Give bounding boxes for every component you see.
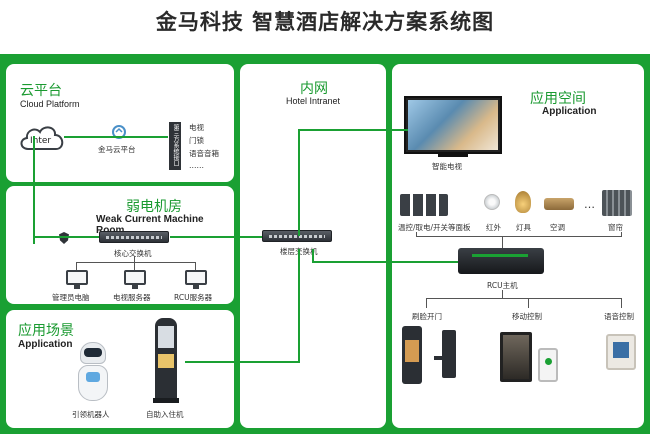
third-party-interface-box: 第三方系统接口 xyxy=(169,122,181,170)
cloud-link-line xyxy=(64,136,168,138)
rcu-server-icon xyxy=(185,270,207,289)
app-scene-subtitle: Application xyxy=(18,339,73,350)
infrared-icon xyxy=(484,194,500,210)
app-space-subtitle: Application xyxy=(542,106,597,117)
core-switch-label: 核心交换机 xyxy=(114,249,152,258)
rcu-host-label: RCU主机 xyxy=(487,281,518,290)
cloud-platform-panel: 云平台 Cloud Platform Inter 金马云平台 第三方系统接口 电… xyxy=(6,64,234,182)
infrared-label: 红外 xyxy=(486,223,501,232)
intranet-title: 内网 xyxy=(300,81,328,97)
room-bus-line xyxy=(76,262,196,263)
link-floor-up xyxy=(298,129,300,236)
link-cloud-top xyxy=(33,136,35,194)
service-door-lock: 门锁 xyxy=(189,136,204,145)
lamp-icon xyxy=(515,191,531,213)
face-unlock-panel-icon xyxy=(402,326,422,384)
air-conditioner-icon xyxy=(544,198,574,210)
diagram-frame: 云平台 Cloud Platform Inter 金马云平台 第三方系统接口 电… xyxy=(0,54,650,434)
link-core-h xyxy=(33,236,99,238)
link-cloud-to-core xyxy=(33,194,35,244)
link-floor-to-robot-scene xyxy=(185,361,300,363)
firewall-icon xyxy=(59,232,69,244)
guide-robot-icon xyxy=(76,342,110,406)
control-panels-icon xyxy=(400,194,448,216)
tv-server-icon xyxy=(124,270,146,289)
link-rcu-h xyxy=(312,261,458,263)
intranet-panel: 内网 Hotel Intranet 楼层交换机 xyxy=(240,64,386,428)
service-more: …… xyxy=(189,161,204,170)
machine-room-title: 弱电机房 xyxy=(126,199,182,215)
link-floor-to-rcu xyxy=(312,249,314,261)
app-space-panel: 应用空间 Application 智能电视 … 温控/取电/开关等面板 红外 灯… xyxy=(392,64,644,428)
diagram-title: 金马科技 智慧酒店解决方案系统图 xyxy=(155,10,495,34)
curtain-icon xyxy=(602,190,632,216)
cloud-platform-title: 云平台 xyxy=(20,83,62,99)
jinma-cloud-icon xyxy=(112,125,126,139)
mobile-phone-icon xyxy=(538,348,558,382)
lamp-label: 灯具 xyxy=(516,223,531,232)
smart-tv-icon xyxy=(404,96,502,154)
third-party-interface-label: 第三方系统接口 xyxy=(172,124,179,166)
link-floor-to-tv xyxy=(298,129,408,131)
self-checkin-kiosk-icon xyxy=(153,318,179,404)
link-floor-down xyxy=(298,249,300,361)
machine-room-panel: 弱电机房 Weak Current Machine Room 核心交换机 管理员… xyxy=(6,186,234,304)
rcu-server-label: RCU服务器 xyxy=(174,293,213,302)
core-switch-icon xyxy=(99,231,169,243)
curtain-label: 窗帘 xyxy=(608,223,623,232)
ellipsis-label: … xyxy=(584,198,595,211)
cloud-platform-subtitle: Cloud Platform xyxy=(20,99,80,109)
voice-control-label: 语音控制 xyxy=(604,312,634,321)
intranet-subtitle: Hotel Intranet xyxy=(286,96,341,106)
link-core-to-floor xyxy=(170,236,262,238)
admin-pc-label: 管理员电脑 xyxy=(52,293,90,302)
voice-speaker-icon xyxy=(606,334,636,370)
machine-room-subtitle: Weak Current Machine Room xyxy=(96,214,204,236)
floor-switch-icon xyxy=(262,230,332,242)
app-scene-panel: 应用场景 Application 引领机器人 自助入住机 xyxy=(6,310,234,428)
app-space-title: 应用空间 xyxy=(530,91,586,107)
rcu-host-icon xyxy=(458,248,544,274)
control-panels-label: 温控/取电/开关等面板 xyxy=(398,223,471,232)
smart-tv-label: 智能电视 xyxy=(432,162,462,171)
app-scene-title: 应用场景 xyxy=(18,323,74,339)
mobile-control-tablet-icon xyxy=(500,332,532,382)
mobile-control-label: 移动控制 xyxy=(512,312,542,321)
service-voice-speaker: 语音音箱 xyxy=(189,149,219,158)
jinma-cloud-label: 金马云平台 xyxy=(98,145,136,154)
face-unlock-label: 刷脸开门 xyxy=(412,312,442,321)
admin-pc-icon xyxy=(66,270,88,289)
door-lock-icon xyxy=(434,330,456,378)
internet-cloud-icon xyxy=(20,126,64,150)
air-conditioner-label: 空调 xyxy=(550,223,565,232)
guide-robot-label: 引领机器人 xyxy=(72,410,110,419)
tv-server-label: 电视服务器 xyxy=(113,293,151,302)
service-tv: 电视 xyxy=(189,123,204,132)
self-checkin-label: 自助入住机 xyxy=(146,410,184,419)
internet-label: Inter xyxy=(30,136,52,146)
